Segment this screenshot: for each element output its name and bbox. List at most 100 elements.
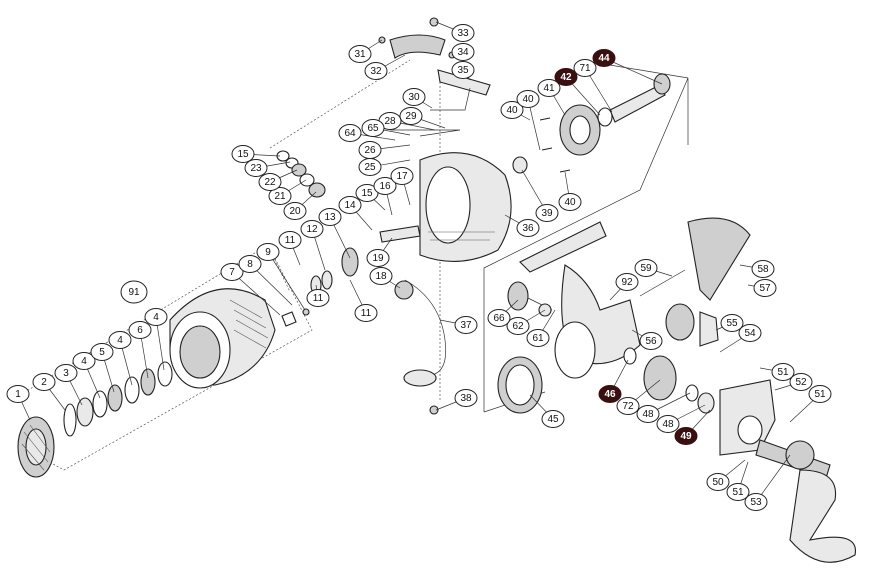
part-label-7: 7: [220, 263, 244, 281]
part-labels: 1234546478991111213111114151516171819202…: [6, 24, 832, 511]
label-number: 52: [795, 377, 807, 388]
label-number: 49: [680, 431, 692, 442]
pinion-part: [341, 247, 359, 277]
label-number: 45: [547, 414, 559, 425]
label-bubble: [541, 410, 565, 428]
shaft-part: [609, 84, 666, 123]
part-label-71: 71: [573, 59, 597, 77]
label-bubble: [615, 273, 639, 291]
label-number: 51: [777, 367, 789, 378]
label-bubble: [500, 101, 524, 119]
label-number: 58: [757, 264, 769, 275]
label-number: 16: [379, 181, 391, 192]
label-number: 40: [564, 197, 576, 208]
body-assembly: [497, 73, 856, 563]
label-number: 48: [662, 419, 674, 430]
label-number: 25: [364, 162, 376, 173]
label-bubble: [256, 243, 280, 261]
label-number: 64: [344, 128, 356, 139]
label-bubble: [402, 88, 426, 106]
part-label-1: 1: [6, 385, 30, 403]
label-bubble: [726, 483, 750, 501]
part-label-72: 72: [616, 397, 640, 415]
part-label-52: 52: [789, 373, 813, 391]
label-number: 33: [457, 28, 469, 39]
part-label-18: 18: [369, 267, 393, 285]
part-label-21: 21: [268, 187, 292, 205]
label-bubble: [390, 167, 414, 185]
label-number: 36: [522, 223, 534, 234]
label-bubble: [720, 314, 744, 332]
handle-arm-part: [789, 469, 856, 563]
part-label-91: 91: [120, 280, 148, 304]
label-bubble: [636, 405, 660, 423]
part-label-50: 50: [706, 473, 730, 491]
label-bubble: [338, 124, 362, 142]
label-number: 31: [354, 49, 366, 60]
part-label-32: 32: [364, 62, 388, 80]
label-bubble: [744, 493, 768, 511]
label-bubble: [738, 324, 762, 342]
label-bubble: [364, 62, 388, 80]
label-bubble: [268, 187, 292, 205]
label-bubble: [238, 255, 262, 273]
label-bubble: [244, 159, 268, 177]
label-number: 11: [361, 308, 372, 319]
label-number: 46: [604, 389, 616, 400]
label-bubble: [361, 119, 385, 137]
label-number: 19: [372, 253, 384, 264]
part-label-5: 5: [90, 343, 114, 361]
label-bubble: [354, 304, 378, 322]
part-label-20: 20: [283, 202, 307, 220]
bail-arm-part: [389, 34, 446, 59]
label-number: 54: [744, 328, 756, 339]
part-label-15a: 15: [231, 145, 255, 163]
label-bubble: [451, 24, 475, 42]
label-number: 37: [460, 320, 472, 331]
label-bubble: [399, 107, 423, 125]
part-label-4c: 4: [144, 308, 168, 326]
part-label-62: 62: [506, 317, 530, 335]
part-label-40c: 40: [558, 193, 582, 211]
label-number: 5: [99, 347, 105, 358]
part-label-33: 33: [451, 24, 475, 42]
label-bubble: [526, 329, 550, 347]
part-label-64: 64: [338, 124, 362, 142]
label-bubble: [220, 263, 244, 281]
part-label-51a: 51: [771, 363, 795, 381]
part-label-46: 46: [598, 385, 622, 403]
label-number: 22: [264, 177, 276, 188]
label-number: 4: [81, 356, 87, 367]
label-bubble: [454, 316, 478, 334]
part-label-8: 8: [238, 255, 262, 273]
label-number: 9: [265, 247, 271, 258]
part-label-13: 13: [318, 208, 342, 226]
part-label-40a: 40: [500, 101, 524, 119]
part-label-11b: 11: [306, 289, 330, 307]
label-number: 57: [759, 283, 771, 294]
label-bubble: [6, 385, 30, 403]
label-bubble: [258, 173, 282, 191]
label-number: 20: [289, 206, 301, 217]
label-bubble: [283, 202, 307, 220]
label-number: 61: [532, 333, 544, 344]
part-label-25: 25: [358, 158, 382, 176]
part-label-54: 54: [738, 324, 762, 342]
part-label-65: 65: [361, 119, 385, 137]
label-bubble: [789, 373, 813, 391]
part-label-29: 29: [399, 107, 423, 125]
label-bubble: [358, 141, 382, 159]
label-number: 62: [512, 321, 524, 332]
label-bubble: [128, 321, 152, 339]
label-number: 17: [396, 171, 408, 182]
label-bubble: [535, 204, 559, 222]
part-label-36: 36: [516, 219, 540, 237]
part-label-16: 16: [373, 177, 397, 195]
label-bubble: [558, 193, 582, 211]
part-label-41: 41: [537, 79, 561, 97]
label-number: 15: [237, 149, 249, 160]
label-number: 1: [15, 389, 21, 400]
part-label-49: 49: [674, 427, 698, 445]
